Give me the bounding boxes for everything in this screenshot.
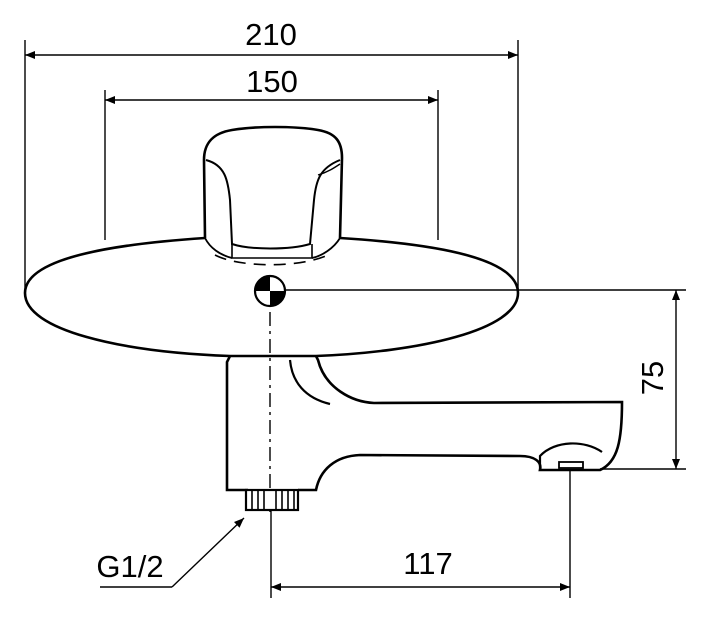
threaded-connector [244, 488, 300, 512]
escutcheon-plate [23, 236, 520, 358]
thread-label: G1/2 [96, 549, 163, 584]
dimension-spout-reach: 117 [270, 470, 571, 598]
dimension-overall-width: 210 [24, 17, 519, 290]
dimension-height: 75 [286, 289, 686, 470]
center-mark [253, 274, 287, 308]
dimension-label-inner-width: 150 [246, 64, 298, 99]
dimension-label-overall-width: 210 [245, 17, 297, 52]
dimension-label-spout-reach: 117 [403, 546, 452, 581]
thread-callout: G1/2 [96, 517, 245, 588]
mixer-handle [202, 125, 344, 259]
spout-body [225, 355, 624, 492]
dimension-label-height: 75 [635, 361, 670, 395]
dimension-inner-width: 150 [104, 64, 439, 240]
